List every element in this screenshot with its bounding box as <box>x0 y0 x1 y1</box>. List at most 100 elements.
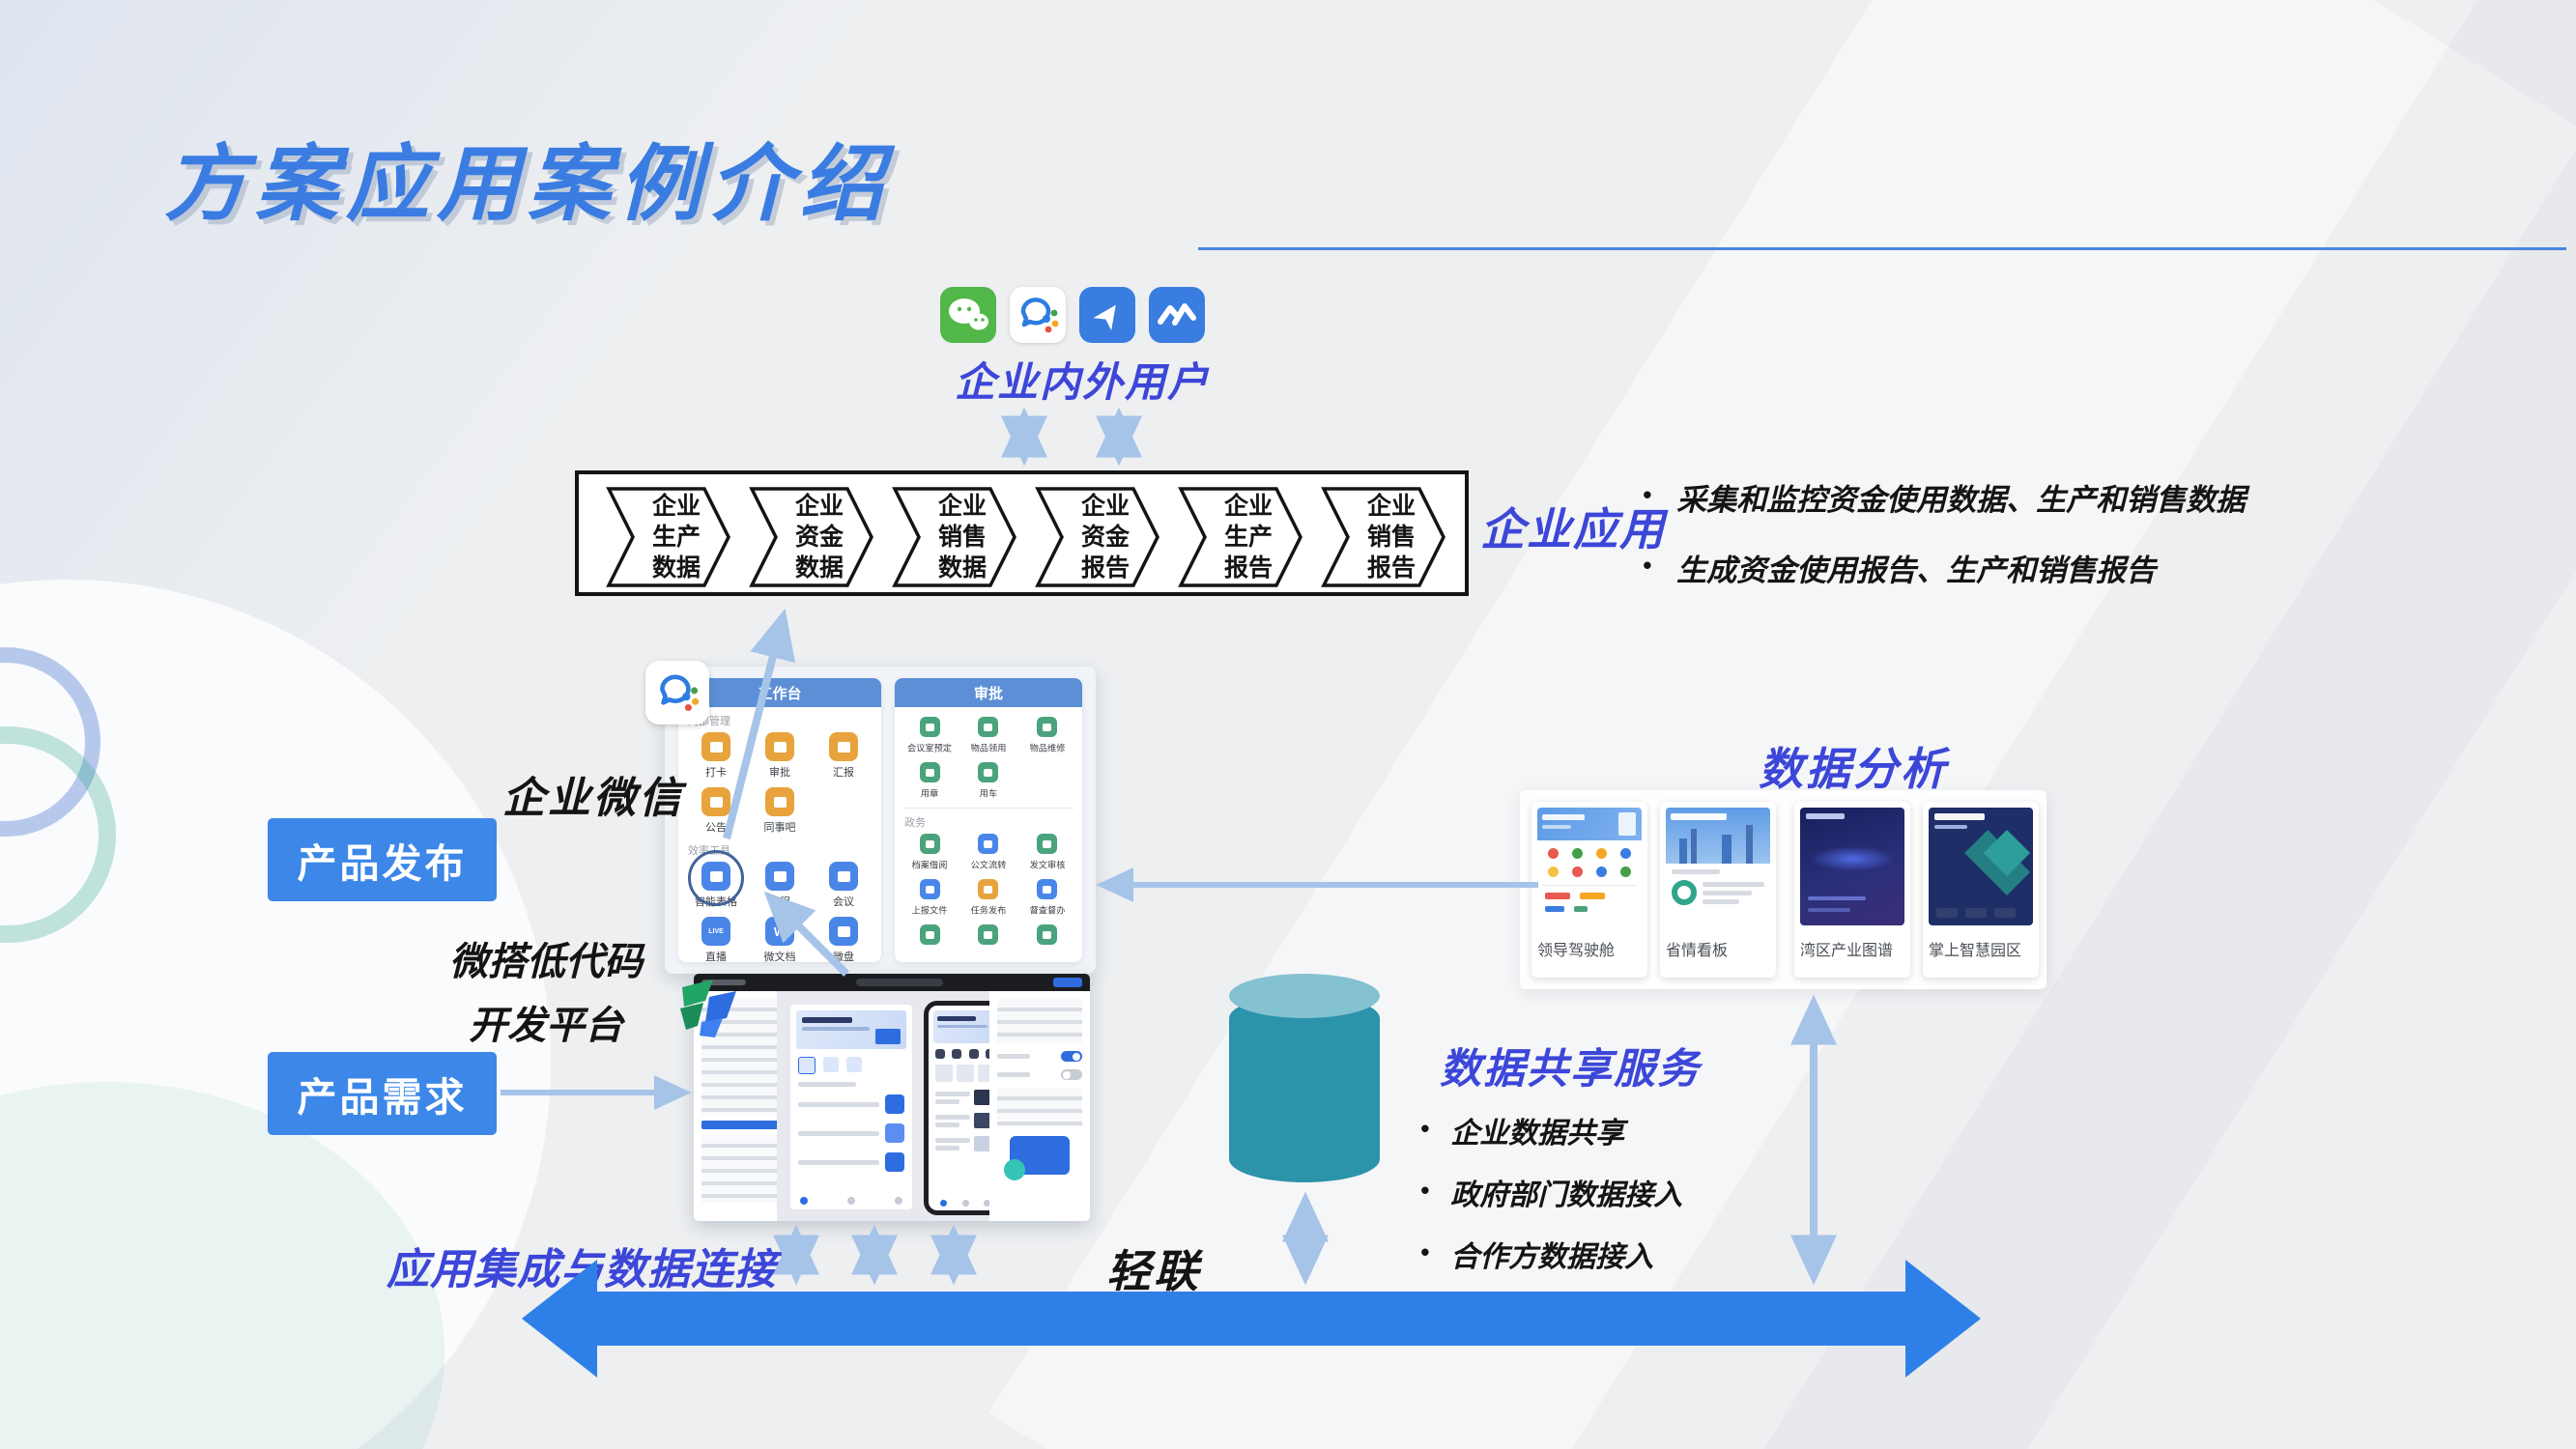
user-icons-row: ➤ <box>940 287 1205 343</box>
analysis-card: 湾区产业图谱 <box>1794 802 1910 978</box>
app-icon <box>1037 834 1058 854</box>
bullet-item: • 合作方数据接入 <box>1420 1237 1654 1273</box>
app-icon <box>765 732 794 761</box>
pipeline-item: 企业 销售 数据 <box>892 486 1017 588</box>
smart-park-preview <box>1929 808 2033 925</box>
analysis-card: 省情看板 <box>1660 802 1776 978</box>
bullet-text: 生成资金使用报告、生产和销售报告 <box>1676 554 2157 587</box>
approval-title: 审批 <box>895 678 1082 707</box>
mini-app: 督查督办 <box>1017 879 1076 917</box>
top-users-label: 企业内外用户 <box>954 359 1210 405</box>
mini-app: 档案借阅 <box>901 834 959 871</box>
mini-app: 会议 <box>812 862 875 909</box>
editor-topbar <box>694 974 1090 991</box>
editor-publish-button <box>1053 978 1082 987</box>
mini-app <box>1017 924 1076 945</box>
enterprise-data-pipeline: 企业 生产 数据 企业 资金 数据 企业 销售 数据 企业 资金 报告 企业 生… <box>575 470 1469 596</box>
app-icon <box>765 787 794 816</box>
toggle-on <box>1061 1051 1082 1062</box>
bay-area-map-preview <box>1800 808 1904 925</box>
pipeline-item: 企业 生产 数据 <box>606 486 731 588</box>
weda-platform-label: 微搭低代码 开发平台 <box>449 941 643 1047</box>
card-caption: 掌上智慧园区 <box>1929 943 2022 959</box>
desktop-preview <box>790 1005 912 1209</box>
database-cylinder-top <box>1229 974 1380 1018</box>
title-rule <box>1198 247 2566 250</box>
mini-app: 上报文件 <box>901 879 959 917</box>
workbench-grid: 打卡 审批 汇报 公告 同事吧 <box>678 730 881 837</box>
pipeline-item: 企业 生产 报告 <box>1178 486 1303 588</box>
weda-logo-icon <box>673 972 744 1043</box>
mini-app: 用车 <box>959 762 1018 800</box>
wecom-label: 企业微信 <box>502 775 684 822</box>
mini-app: 物品维修 <box>1017 717 1076 754</box>
enterprise-app-label: 企业应用 <box>1480 504 1666 554</box>
app-icon <box>919 762 940 782</box>
wecom-logo-icon <box>645 661 709 724</box>
app-icon <box>765 862 794 891</box>
app-icon <box>978 924 999 945</box>
app-icon <box>829 732 858 761</box>
card-caption: 湾区产业图谱 <box>1800 943 1894 959</box>
section-label: 内部管理 <box>688 716 730 727</box>
card-caption: 领导驾驶舱 <box>1537 943 1616 959</box>
arrow-glyph: ➤ <box>1085 294 1130 336</box>
arrow-app-icon: ➤ <box>1079 287 1135 343</box>
app-icon <box>829 862 858 891</box>
mini-app-highlighted: 智能表格 <box>684 850 748 909</box>
divider <box>902 808 1074 809</box>
mini-app-empty <box>1017 762 1076 800</box>
mini-app: 公告 <box>684 787 748 835</box>
data-analysis-panel: 领导驾驶舱 <box>1520 790 2046 989</box>
bullet-item: • 企业数据共享 <box>1420 1114 1625 1150</box>
app-icon: W <box>765 917 794 946</box>
province-board-preview <box>1666 808 1770 925</box>
mini-app: 同事吧 <box>748 787 812 835</box>
analysis-card: 领导驾驶舱 <box>1531 802 1647 978</box>
mountain-logo-icon <box>1149 287 1205 343</box>
mini-app: 用章 <box>901 762 959 800</box>
qinglian-label: 轻联 <box>1106 1246 1201 1296</box>
approval-grid: 会议室预定 物品领用 物品维修 用章 用车 <box>895 715 1082 802</box>
mini-app: 微盘 <box>812 917 875 962</box>
product-requirement-badge: 产品需求 <box>268 1052 497 1135</box>
integration-label: 应用集成与数据连接 <box>386 1246 778 1293</box>
mini-app: 任务发布 <box>959 879 1018 917</box>
mini-app <box>901 924 959 945</box>
mini-app <box>959 924 1018 945</box>
data-share-bullets: • 企业数据共享 • 政府部门数据接入 • 合作方数据接入 <box>1420 1109 1682 1275</box>
bullet-item: • 采集和监控资金使用数据、生产和销售数据 <box>1643 475 2396 519</box>
database-cylinder <box>1229 995 1380 1182</box>
approval-panel: 审批 会议室预定 物品领用 物品维修 用章 用车 政务 档案借阅 公文流转 发文… <box>895 678 1082 962</box>
mini-app: 日程 <box>748 862 812 909</box>
app-icon <box>829 917 858 946</box>
app-icon <box>978 717 999 737</box>
app-icon <box>701 732 730 761</box>
weda-editor-screenshot <box>694 974 1090 1221</box>
app-icon: LIVE <box>701 917 730 946</box>
mini-app: 公文流转 <box>959 834 1018 871</box>
bullet-item: • 生成资金使用报告、生产和销售报告 <box>1643 546 2396 589</box>
pipeline-item: 企业 销售 报告 <box>1321 486 1446 588</box>
mini-app: 审批 <box>748 732 812 780</box>
toggle-off <box>1061 1069 1082 1080</box>
page-title: 方案应用案例介绍 <box>164 138 891 231</box>
mini-app: 发文审核 <box>1017 834 1076 871</box>
app-icon <box>919 924 940 945</box>
app-icon <box>1037 879 1058 899</box>
mini-app: 汇报 <box>812 732 875 780</box>
enterprise-app-bullets: • 采集和监控资金使用数据、生产和销售数据 • 生成资金使用报告、生产和销售报告 <box>1643 475 2396 589</box>
bullet-dot: • <box>1643 551 1652 580</box>
product-publish-badge: 产品发布 <box>268 818 497 901</box>
app-icon <box>701 787 730 816</box>
pipeline-item: 企业 资金 报告 <box>1035 486 1160 588</box>
highlight-ring <box>688 850 744 906</box>
editor-properties-panel <box>989 991 1090 1221</box>
app-icon <box>1037 924 1058 945</box>
app-icon <box>978 879 999 899</box>
data-analysis-label: 数据分析 <box>1759 744 1948 794</box>
app-icon <box>919 717 940 737</box>
editor-canvas <box>777 991 1007 1221</box>
